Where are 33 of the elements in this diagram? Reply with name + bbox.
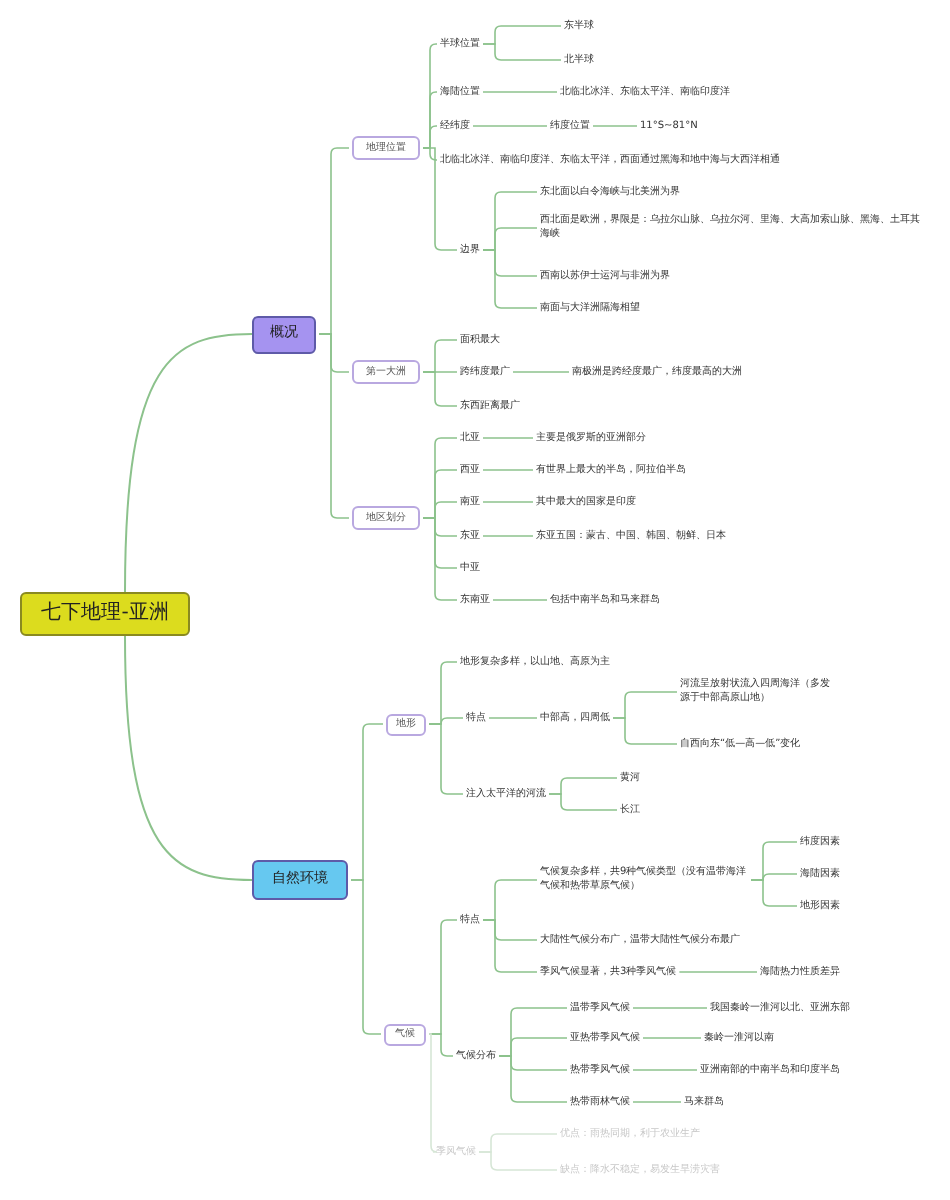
connector-line — [124, 333, 253, 593]
connector-line — [678, 971, 758, 973]
connector-line — [482, 249, 538, 309]
connector-line — [422, 517, 458, 601]
connector-line — [512, 371, 570, 373]
connector-line — [482, 437, 534, 439]
connector-line — [592, 125, 638, 127]
connector-line — [472, 125, 548, 127]
connector-line — [498, 1055, 568, 1103]
connector-line — [482, 919, 538, 973]
connector-line — [422, 147, 458, 251]
connector-line — [632, 1007, 708, 1009]
connector-line — [422, 371, 458, 407]
connector-line — [482, 535, 534, 537]
connector-line — [642, 1037, 702, 1039]
connector-line — [482, 91, 558, 93]
connector-line — [548, 793, 618, 811]
connector-line — [632, 1101, 682, 1103]
root-topic-box: 七下地理-亚洲 — [20, 592, 190, 636]
connector-line — [632, 1069, 698, 1071]
connector-line — [482, 469, 534, 471]
connector-line — [750, 879, 798, 907]
connector-line — [124, 635, 253, 881]
connector-line — [482, 501, 534, 503]
connector-line — [612, 717, 678, 745]
connector-line — [482, 43, 562, 61]
connector-line — [428, 1033, 438, 1153]
connector-line — [318, 333, 350, 519]
connector-line — [428, 1033, 454, 1057]
connector-line — [350, 879, 382, 1035]
connector-line — [488, 717, 538, 719]
connector-line — [492, 599, 548, 601]
connector-line — [478, 1151, 558, 1171]
